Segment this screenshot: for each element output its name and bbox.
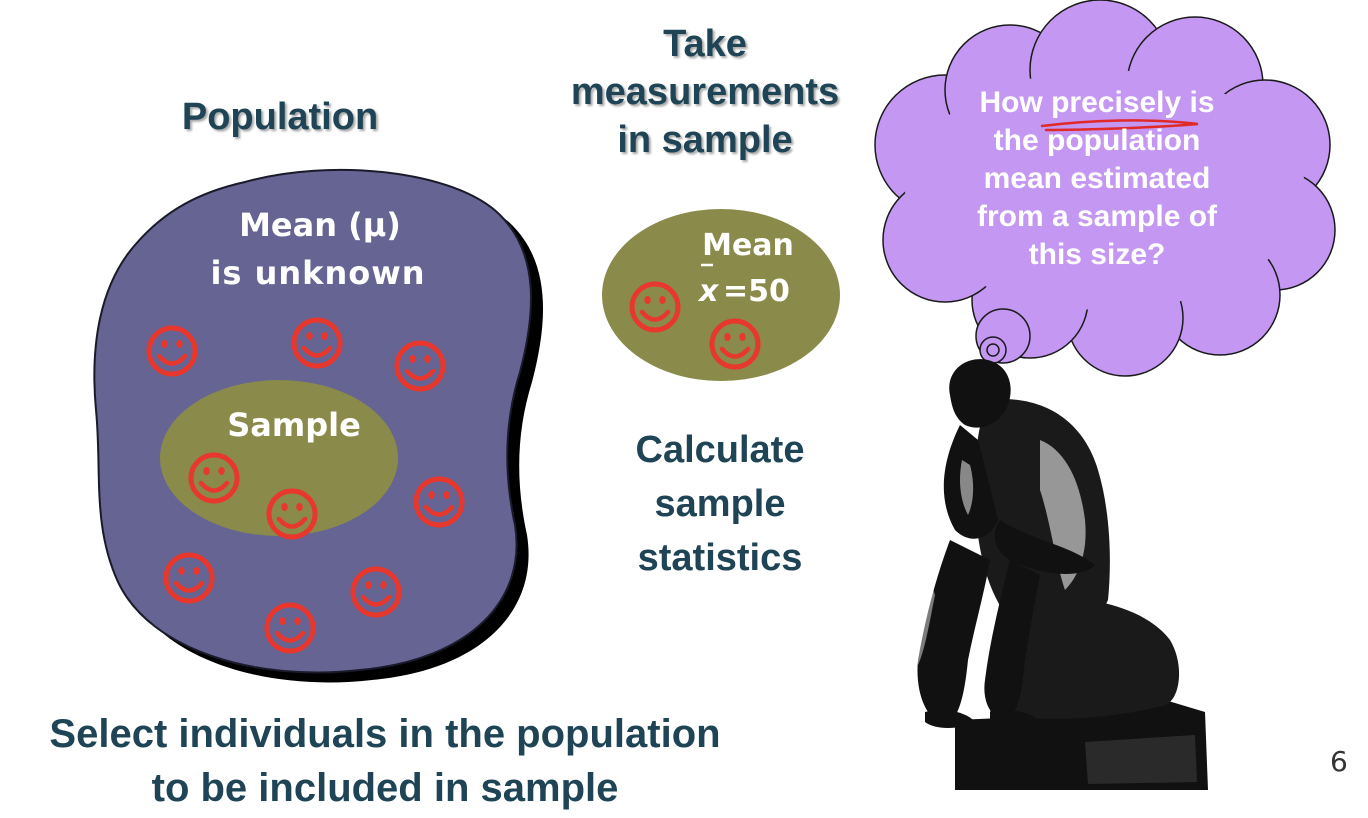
- sample-label: Sample: [227, 406, 361, 444]
- sample-mean-symbol: x: [697, 274, 720, 309]
- thinker-silhouette: [917, 359, 1208, 790]
- sample-mean-label: Mean: [702, 228, 794, 263]
- page-number: 6: [1330, 745, 1348, 778]
- calculate-line2: sample: [654, 483, 786, 525]
- population-mean-line2: is unknown: [210, 254, 425, 292]
- measure-line2: measurements: [570, 71, 840, 113]
- measure-heading: Take measurements in sample: [520, 20, 890, 164]
- thought-line3: mean estimated: [984, 162, 1211, 195]
- thought-line4: from a sample of: [977, 200, 1218, 233]
- thought-cloud: [874, 0, 1336, 377]
- select-line2: to be included in sample: [151, 766, 619, 810]
- sample-ellipse: [160, 380, 398, 536]
- thought-line2: the population: [994, 124, 1201, 157]
- select-line1: Select individuals in the population: [49, 712, 721, 756]
- calculate-line1: Calculate: [635, 429, 805, 471]
- thought-line1: How precisely is: [979, 86, 1214, 119]
- calculate-heading: Calculate sample statistics: [560, 423, 880, 585]
- select-heading: Select individuals in the population to …: [0, 707, 770, 815]
- population-title: Population: [181, 96, 379, 138]
- sample-mean-value: =50: [723, 274, 790, 309]
- precisely-underline: [1040, 119, 1199, 132]
- measure-line1: Take: [663, 23, 747, 65]
- thought-line5: this size?: [1029, 238, 1166, 271]
- calculate-line3: statistics: [637, 537, 803, 579]
- population-mean-line1: Mean (μ): [239, 206, 401, 244]
- sample-stats-ellipse: [602, 209, 840, 381]
- measure-line3: in sample: [617, 119, 793, 161]
- precisely-word: precisely: [1051, 86, 1181, 119]
